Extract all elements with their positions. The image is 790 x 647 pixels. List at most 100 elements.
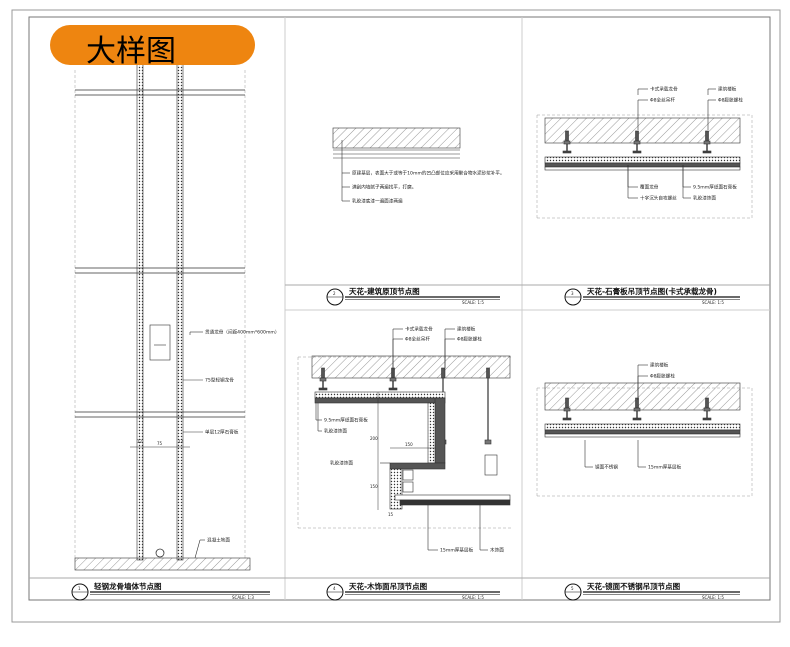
clip: [702, 150, 712, 154]
detail-number: 4: [333, 586, 336, 591]
nut: [633, 407, 641, 412]
nut: [389, 377, 397, 382]
dimension: 12: [137, 439, 143, 444]
callout-label: 覆面龙骨: [640, 184, 659, 191]
keel-layer: [544, 423, 741, 431]
page-title: 大样图: [86, 34, 176, 69]
concrete-slab: [332, 127, 461, 149]
wood-veneer: [399, 499, 511, 506]
line: [194, 539, 201, 559]
clip: [702, 417, 712, 421]
nut: [703, 140, 711, 145]
detail-number: 1: [78, 586, 81, 591]
scale-label: SCALE: 1:5: [462, 595, 484, 600]
callout-label: 乳胶漆饰面: [693, 195, 716, 202]
detail-title: 天花-建筑原顶节点图: [349, 286, 420, 296]
callout-label: 木饰面: [490, 547, 504, 554]
concrete-slab: [544, 117, 741, 144]
callout-label: 建筑楼板: [457, 326, 476, 333]
scale-label: SCALE: 1:5: [462, 300, 484, 305]
stud-box: [149, 324, 171, 361]
clip: [562, 150, 572, 154]
callout-label: 15mm厚基层板: [648, 464, 682, 471]
callout-label: Φ8全丝吊杆: [650, 97, 675, 104]
detail-number: 5: [571, 586, 574, 591]
clip: [562, 417, 572, 421]
detail-title: 天花-镜面不锈钢吊顶节点图: [587, 581, 681, 591]
callout-label: 镜面不锈钢: [595, 464, 618, 471]
wood-block: [402, 481, 414, 493]
anchor-bolt: [486, 367, 490, 379]
board-layer: [544, 162, 741, 168]
base-board: [394, 494, 511, 501]
dimension: 15: [388, 512, 394, 517]
callout-label: Φ8膨胀螺栓: [718, 97, 743, 104]
callout-label: 9.5mm厚纸面石膏板: [693, 184, 737, 191]
gypsum-board: [136, 39, 144, 561]
dimension: 150: [405, 442, 413, 447]
callout-label: 15mm厚基层板: [440, 547, 474, 554]
concrete-slab: [544, 382, 741, 411]
title-badge: 大样图: [50, 25, 255, 69]
callout-label: 乳胶漆底漆一遍面漆两遍: [352, 198, 403, 205]
detail-number: 3: [571, 291, 574, 296]
callout-label: 原建基层，表面大于或等于10mm的凹凸部位应采用聚合物水泥砂浆补平。: [352, 170, 505, 177]
callout-label: 贯通龙骨（间距400mm*600mm）: [205, 329, 279, 336]
nut: [319, 377, 327, 382]
finish-layer: [544, 166, 741, 171]
dimension: 200: [370, 436, 378, 441]
nut: [633, 140, 641, 145]
nut: [703, 407, 711, 412]
scale-label: SCALE: 1:5: [702, 300, 724, 305]
anchor-bolt: [705, 397, 709, 409]
dimension: 75: [157, 441, 163, 446]
clip: [632, 417, 642, 421]
anchor-bolt: [705, 130, 709, 142]
anchor-bolt: [565, 397, 569, 409]
callout-label: 卡式承载龙骨: [650, 86, 678, 93]
callout-label: Φ8膨胀螺栓: [457, 336, 482, 343]
nut: [563, 140, 571, 145]
callout-label: 乳胶漆饰面: [324, 428, 347, 435]
keel-layer: [427, 402, 436, 464]
detail-title: 天花-木饰面吊顶节点图: [349, 581, 428, 591]
clip: [388, 387, 398, 391]
scale-label: SCALE: 1:3: [232, 595, 254, 600]
inner-frame: [28, 16, 771, 601]
board-layer: [314, 397, 446, 404]
board-layer: [544, 429, 741, 435]
board-layer: [389, 462, 446, 470]
anchor-bolt: [441, 367, 445, 379]
hanger-bracket: [484, 454, 498, 476]
callout-label: 十字沉头自攻螺丝: [640, 195, 677, 202]
callout-label: 卡式承载龙骨: [405, 326, 433, 333]
anchor-bolt: [635, 130, 639, 142]
detail-title: 天花-石膏板吊顶节点图(卡式承载龙骨): [587, 286, 717, 296]
clip: [632, 150, 642, 154]
anchor-bolt: [321, 367, 325, 379]
callout-label: 建筑楼板: [650, 362, 669, 369]
callout-label: 满刮内墙腻子两遍找平，打磨。: [352, 184, 416, 191]
callout-label: 单层12厚石膏板: [205, 429, 239, 436]
callout-label: 建筑楼板: [718, 86, 737, 93]
callout-label: Φ8膨胀螺栓: [650, 373, 675, 380]
scale-label: SCALE: 1:5: [702, 595, 724, 600]
clip: [318, 387, 328, 391]
gypsum-board: [176, 39, 184, 561]
dimension: 150: [370, 484, 378, 489]
callout-label: 75型轻钢龙骨: [205, 377, 234, 384]
keel-layer: [314, 391, 446, 399]
callout-label: 乳胶漆饰面: [330, 460, 353, 467]
nut: [484, 439, 492, 445]
floor-anchor: [155, 548, 165, 558]
detail-number: 2: [333, 291, 336, 296]
finish-layer: [544, 433, 741, 438]
outer-frame: [11, 9, 781, 623]
dimension: 12: [178, 439, 184, 444]
callout-label: 9.5mm厚纸面石膏板: [324, 417, 368, 424]
concrete-slab: [311, 355, 511, 379]
floor-slab: [74, 557, 251, 571]
wood-block: [402, 469, 414, 481]
